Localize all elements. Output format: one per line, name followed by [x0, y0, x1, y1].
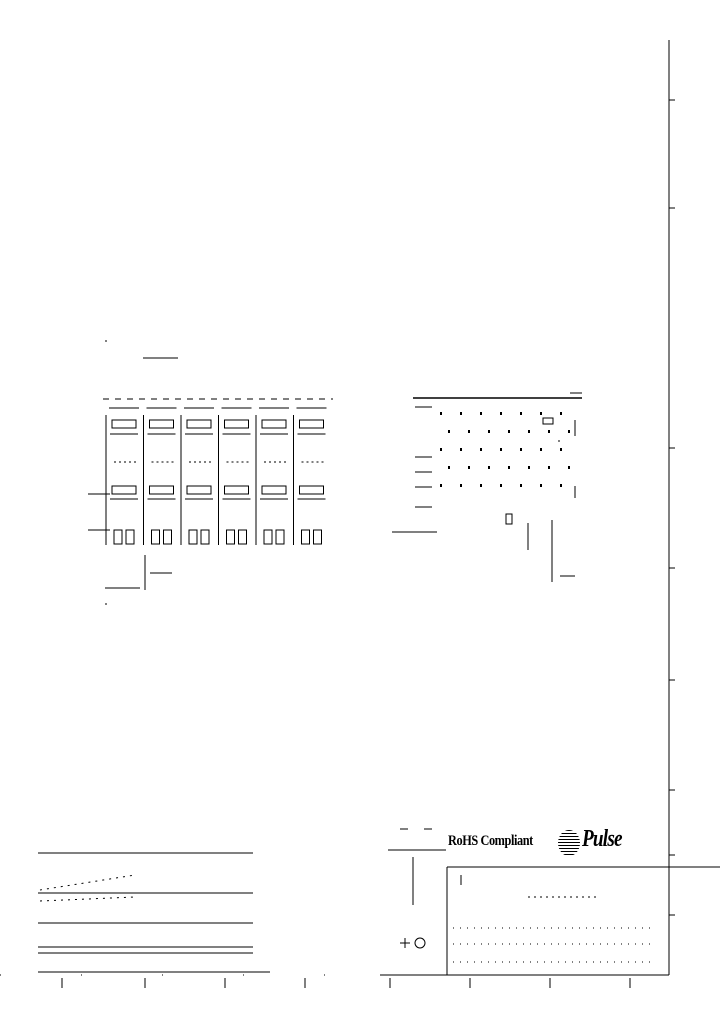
contact-block: [149, 419, 174, 429]
pin: [275, 529, 285, 545]
pin-hole: [560, 484, 562, 487]
pin-hole: [568, 430, 570, 433]
sheet-border: [0, 40, 675, 988]
pin: [151, 529, 160, 545]
pin-hole: [540, 448, 542, 451]
contact-block: [111, 419, 137, 429]
pin-hole: [540, 484, 542, 487]
contact-block: [149, 485, 174, 495]
pin-hole: [508, 430, 510, 433]
pin: [263, 529, 273, 545]
globe-icon: [558, 830, 580, 856]
pin-hole: [548, 430, 550, 433]
pin: [226, 529, 235, 545]
pin-hole: [440, 412, 442, 415]
pin-hole: [448, 430, 450, 433]
pin-hole: [448, 466, 450, 469]
pin-hole: [540, 412, 542, 415]
pin-hole: [508, 466, 510, 469]
pin-hole: [468, 430, 470, 433]
pin-hole: [440, 448, 442, 451]
pin-hole: [568, 466, 570, 469]
pin: [125, 529, 135, 545]
pulse-logo: Pulse: [556, 826, 636, 866]
contact-block: [299, 419, 324, 429]
contact-block: [224, 419, 249, 429]
pin: [200, 529, 210, 545]
pin-hole: [480, 484, 482, 487]
contact-block: [186, 419, 212, 429]
pin-hole: [460, 412, 462, 415]
pin-hole: [488, 430, 490, 433]
logo-text: Pulse: [582, 826, 623, 852]
contact-block: [261, 485, 287, 495]
pin-hole: [480, 412, 482, 415]
pin-hole: [440, 484, 442, 487]
title-block: [380, 828, 720, 976]
notes-table: [38, 852, 270, 973]
contact-block: [186, 485, 212, 495]
pin-hole: [500, 412, 502, 415]
pin: [238, 529, 247, 545]
pin-hole: [520, 448, 522, 451]
pin-hole: [480, 448, 482, 451]
rohs-compliant-label: RoHS Compliant: [448, 833, 533, 849]
pin-hole: [520, 484, 522, 487]
pin-hole: [560, 448, 562, 451]
pin-hole: [528, 430, 530, 433]
contact-block: [224, 485, 249, 495]
contact-block: [261, 419, 287, 429]
pin-hole: [468, 466, 470, 469]
pin-hole: [500, 484, 502, 487]
pin-hole: [500, 448, 502, 451]
pin-hole: [488, 466, 490, 469]
pin-hole: [520, 412, 522, 415]
contact-block: [299, 485, 324, 495]
pin-hole: [548, 466, 550, 469]
pin: [301, 529, 310, 545]
pin-hole: [460, 484, 462, 487]
pin-hole: [560, 412, 562, 415]
pin: [163, 529, 172, 545]
pin: [113, 529, 123, 545]
side-view: [392, 392, 582, 582]
pin: [313, 529, 322, 545]
front-view: [88, 340, 333, 605]
contact-block: [111, 485, 137, 495]
pin: [188, 529, 198, 545]
pin-hole: [460, 448, 462, 451]
pin-hole: [528, 466, 530, 469]
